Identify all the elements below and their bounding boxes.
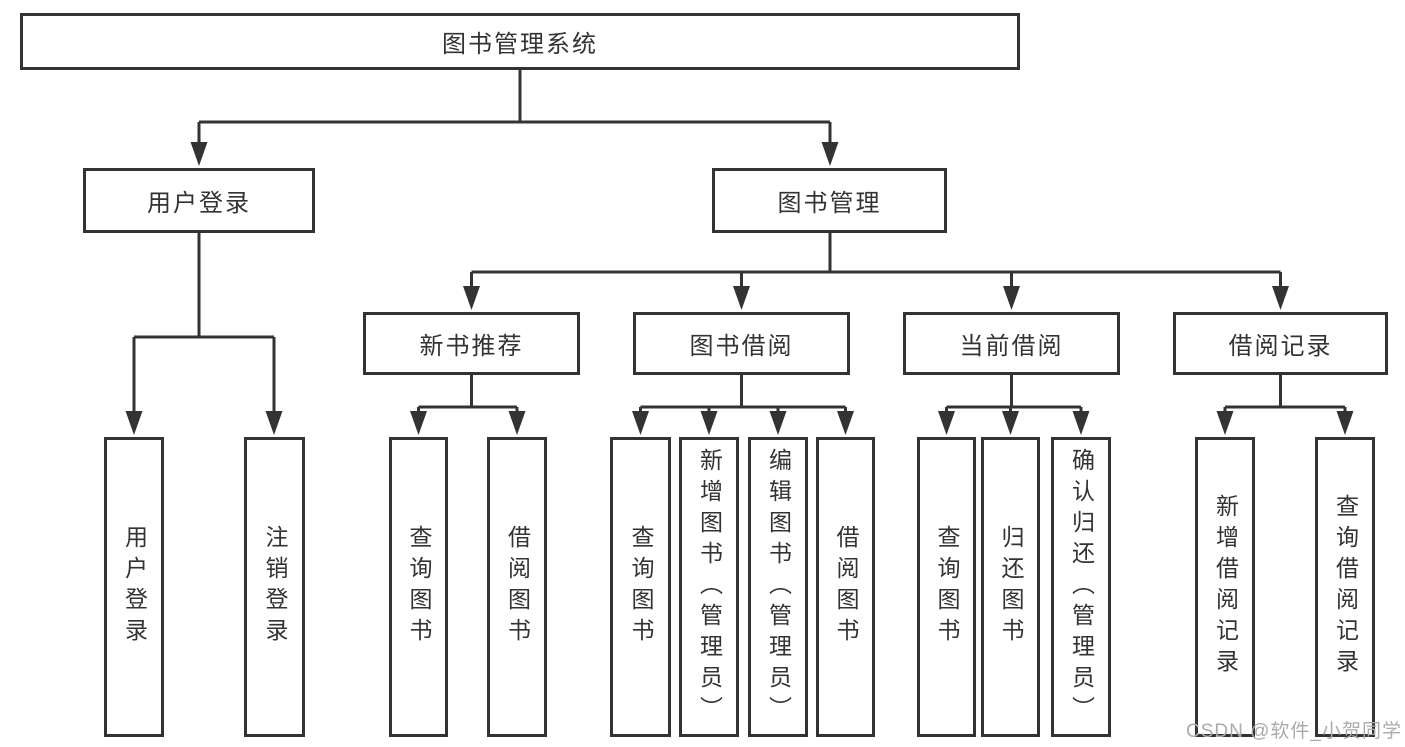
arrowhead	[733, 286, 750, 310]
arrowhead	[190, 142, 208, 166]
node-label: 当前借阅	[959, 333, 1064, 360]
node-label: 图书管理	[777, 190, 882, 217]
node-label: 借阅记录	[1228, 333, 1333, 360]
arrowheads	[125, 142, 1354, 435]
node-new-book-recommend: 新书推荐	[363, 312, 580, 375]
arrowhead	[769, 411, 787, 435]
leaf-edit-books-admin: 编辑图书（管理员）	[748, 437, 808, 737]
node-label: 新书推荐	[419, 333, 524, 360]
leaf-query-books: 查询图书	[389, 437, 448, 737]
arrowhead	[1002, 411, 1019, 435]
leaf-logout: 注销登录	[244, 437, 305, 737]
csdn-watermark: CSDN @软件_小贺同学	[1186, 721, 1402, 742]
arrowhead	[632, 411, 649, 435]
edge-current-borrow-to-leaves	[945, 375, 1083, 415]
arrowhead	[938, 411, 955, 435]
edge-user-login-to-leaves	[132, 233, 276, 415]
edge-new-book-rec-to-leaves	[417, 375, 519, 415]
leaf-label: 查询图书	[628, 525, 654, 649]
leaf-label: 注销登录	[262, 525, 288, 649]
node-book-borrow: 图书借阅	[633, 312, 850, 375]
node-borrow-records: 借阅记录	[1173, 312, 1388, 375]
arrowhead	[821, 142, 839, 166]
leaf-label: 新增图书（管理员）	[696, 447, 723, 727]
leaf-label: 归还图书	[998, 525, 1024, 649]
arrowhead	[700, 411, 718, 435]
node-label: 图书管理系统	[442, 31, 598, 58]
leaf-add-borrow-record: 新增借阅记录	[1195, 437, 1255, 737]
arrowhead	[265, 411, 283, 435]
arrowhead	[1072, 411, 1090, 435]
leaf-query-borrow-record: 查询借阅记录	[1315, 437, 1375, 737]
leaf-label: 查询图书	[934, 525, 960, 649]
leaf-borrow-books: 借阅图书	[816, 437, 875, 737]
node-book-management: 图书管理	[712, 168, 947, 233]
arrowhead	[1336, 411, 1354, 435]
leaf-label: 借阅图书	[504, 525, 531, 649]
arrowhead	[1216, 411, 1234, 435]
node-current-borrow: 当前借阅	[903, 312, 1120, 375]
leaf-label: 新增借阅记录	[1212, 494, 1239, 680]
arrowhead	[463, 286, 480, 310]
leaf-label: 查询借阅记录	[1332, 494, 1359, 680]
node-user-login: 用户登录	[83, 168, 315, 233]
connector-lines	[132, 70, 1347, 415]
leaf-query-books: 查询图书	[917, 437, 976, 737]
node-root-system: 图书管理系统	[20, 13, 1020, 70]
leaf-borrow-books: 借阅图书	[487, 437, 547, 737]
edge-book-borrow-to-leaves	[639, 375, 847, 415]
node-label: 用户登录	[147, 190, 251, 217]
arrowhead	[837, 411, 854, 435]
arrowhead	[410, 411, 427, 435]
node-label: 图书借阅	[689, 333, 794, 360]
leaf-user-login: 用户登录	[104, 437, 164, 737]
edge-root-to-level2	[197, 70, 832, 145]
arrowhead	[508, 411, 526, 435]
leaf-label: 编辑图书（管理员）	[765, 447, 792, 727]
leaf-add-books-admin: 新增图书（管理员）	[679, 437, 739, 737]
leaf-query-books: 查询图书	[610, 437, 671, 737]
edge-borrow-records-to-leaves	[1223, 375, 1347, 415]
arrowhead	[125, 411, 143, 435]
leaf-label: 确认归还（管理员）	[1068, 447, 1095, 727]
leaf-label: 查询图书	[406, 525, 432, 649]
leaf-confirm-return-admin: 确认归还（管理员）	[1051, 437, 1111, 737]
leaf-label: 借阅图书	[833, 525, 859, 649]
leaf-return-books: 归还图书	[981, 437, 1040, 737]
arrowhead	[1272, 286, 1289, 310]
leaf-label: 用户登录	[121, 525, 148, 649]
edge-book-mgmt-to-level3	[470, 233, 1282, 290]
arrowhead	[1003, 286, 1020, 310]
